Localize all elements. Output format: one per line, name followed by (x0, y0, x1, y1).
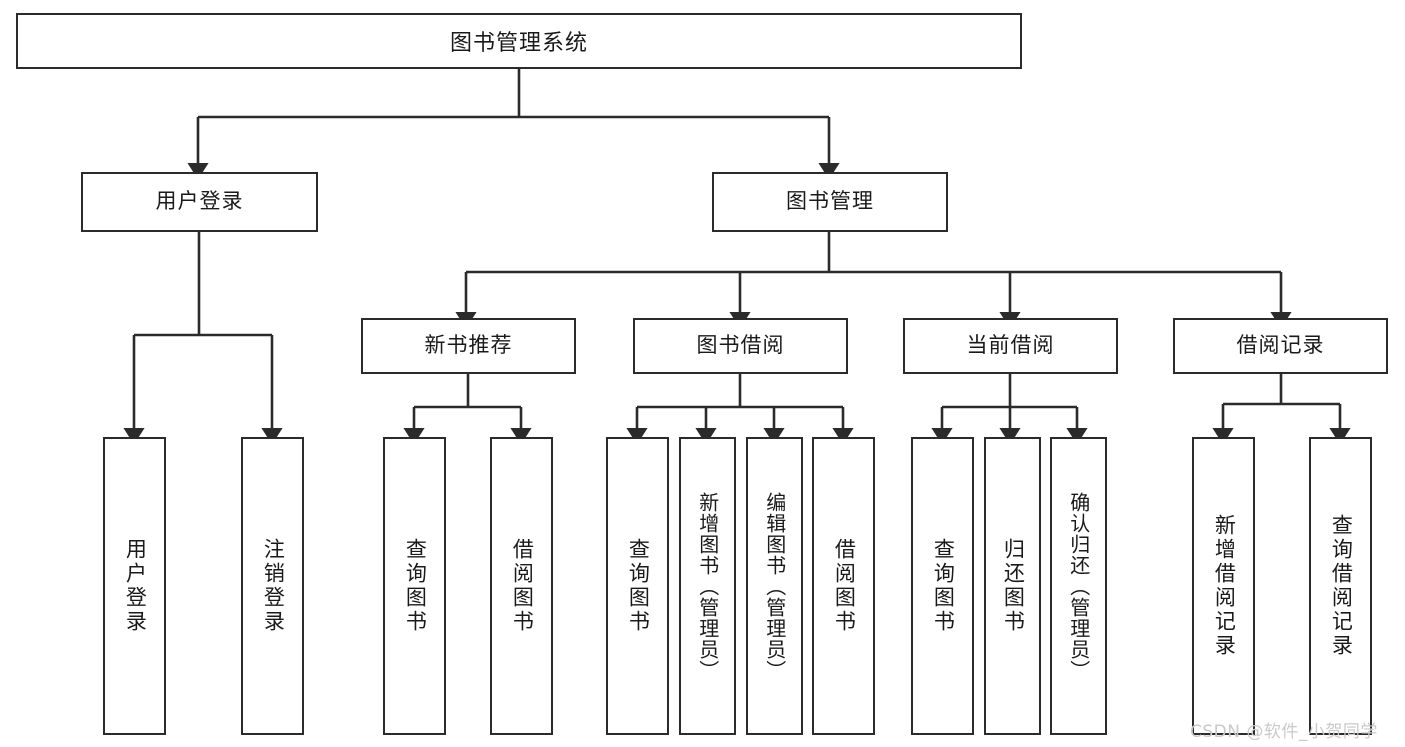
leaf-edit-book-admin[interactable]: 编辑图书（管理员） (746, 437, 803, 735)
node-label: 确认归还（管理员） (1066, 491, 1091, 681)
node-label: 归还图书 (1001, 538, 1026, 634)
node-label: 图书管理 (786, 189, 874, 214)
node-current-borrow[interactable]: 当前借阅 (903, 318, 1118, 374)
node-label: 当前借阅 (966, 333, 1055, 358)
node-label: 查询图书 (626, 538, 651, 634)
leaf-query-borrow-record[interactable]: 查询借阅记录 (1309, 437, 1372, 735)
node-root-system[interactable]: 图书管理系统 (16, 13, 1022, 69)
node-new-book-recommend[interactable]: 新书推荐 (361, 318, 576, 374)
node-book-management[interactable]: 图书管理 (712, 172, 948, 232)
node-label: 新书推荐 (424, 333, 513, 358)
node-label: 用户登录 (123, 538, 148, 634)
leaf-borrow-books-recommend[interactable]: 借阅图书 (490, 437, 553, 735)
node-borrow-record[interactable]: 借阅记录 (1173, 318, 1388, 374)
leaf-add-borrow-record[interactable]: 新增借阅记录 (1192, 437, 1255, 735)
leaf-query-books-recommend[interactable]: 查询图书 (383, 437, 446, 735)
node-label: 查询借阅记录 (1329, 514, 1354, 658)
node-label: 注销登录 (261, 538, 286, 634)
leaf-add-book-admin[interactable]: 新增图书（管理员） (679, 437, 736, 735)
leaf-borrow-books[interactable]: 借阅图书 (812, 437, 875, 735)
node-label: 新增图书（管理员） (695, 491, 720, 681)
node-label: 图书借阅 (696, 333, 785, 358)
node-book-borrow[interactable]: 图书借阅 (633, 318, 848, 374)
leaf-confirm-return-admin[interactable]: 确认归还（管理员） (1050, 437, 1107, 735)
node-label: 借阅图书 (832, 538, 857, 634)
leaf-logout[interactable]: 注销登录 (241, 437, 304, 735)
leaf-return-books[interactable]: 归还图书 (984, 437, 1041, 735)
node-label: 查询图书 (403, 538, 428, 634)
node-label: 编辑图书（管理员） (762, 491, 787, 681)
node-label: 用户登录 (155, 189, 244, 214)
node-user-login[interactable]: 用户登录 (81, 172, 318, 232)
node-label: 借阅记录 (1236, 333, 1325, 358)
node-label: 借阅图书 (510, 538, 535, 634)
node-label: 查询图书 (931, 538, 956, 634)
leaf-query-books-current[interactable]: 查询图书 (911, 437, 974, 735)
leaf-user-login[interactable]: 用户登录 (103, 437, 166, 735)
leaf-query-books-borrow[interactable]: 查询图书 (606, 437, 669, 735)
node-label: 新增借阅记录 (1212, 514, 1237, 658)
node-label: 图书管理系统 (449, 31, 588, 56)
